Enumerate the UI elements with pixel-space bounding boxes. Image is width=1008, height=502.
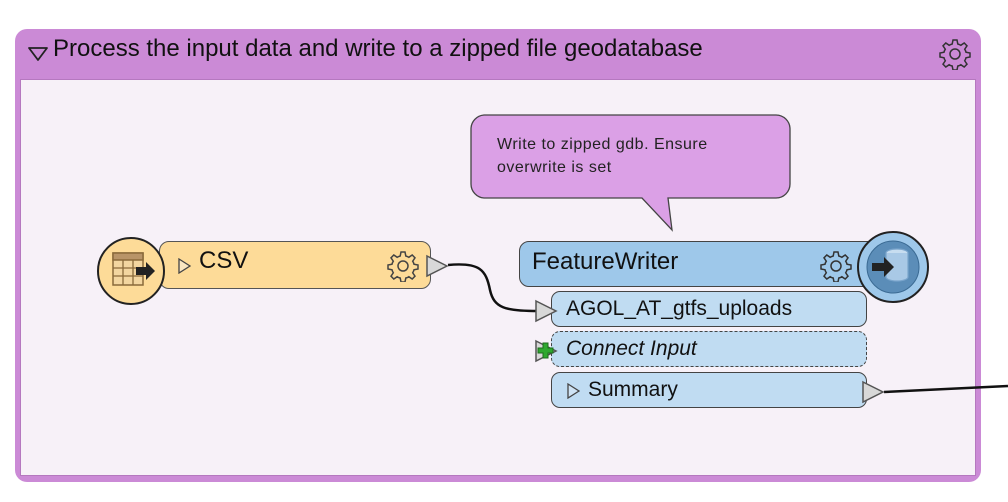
annotation-bubble[interactable] <box>470 114 792 232</box>
gear-icon[interactable] <box>820 250 852 282</box>
gear-icon[interactable] <box>939 38 971 70</box>
gear-icon[interactable] <box>387 250 419 282</box>
connect-input-port[interactable]: Connect Input <box>551 331 867 367</box>
summary-output-triangle[interactable] <box>861 380 885 404</box>
connect-input-label: Connect Input <box>566 337 697 360</box>
csv-output-port[interactable] <box>425 254 449 278</box>
expand-triangle-icon[interactable] <box>566 383 580 399</box>
featurewriter-input-port[interactable]: AGOL_AT_gtfs_uploads <box>551 291 867 327</box>
input-port-label: AGOL_AT_gtfs_uploads <box>566 297 793 320</box>
featurewriter-transformer[interactable]: FeatureWriter <box>519 241 879 287</box>
annotation-text: Write to zipped gdb. Ensure overwrite is… <box>497 136 708 176</box>
bookmark-title: Process the input data and write to a zi… <box>53 35 703 62</box>
featurewriter-label: FeatureWriter <box>532 248 679 275</box>
csv-reader-label: CSV <box>199 247 249 274</box>
plus-icon[interactable] <box>534 339 558 363</box>
summary-port-label: Summary <box>588 378 678 401</box>
csv-reader-bar[interactable] <box>159 241 431 289</box>
collapse-triangle-icon[interactable] <box>27 44 49 62</box>
input-port-triangle[interactable] <box>534 299 558 323</box>
expand-triangle-icon[interactable] <box>177 258 191 274</box>
csv-reader[interactable]: CSV <box>159 241 431 289</box>
summary-output-port[interactable]: Summary <box>551 372 867 408</box>
bookmark-header[interactable]: Process the input data and write to a zi… <box>15 29 981 79</box>
database-export-icon[interactable] <box>856 230 930 304</box>
table-import-icon[interactable] <box>96 236 166 306</box>
